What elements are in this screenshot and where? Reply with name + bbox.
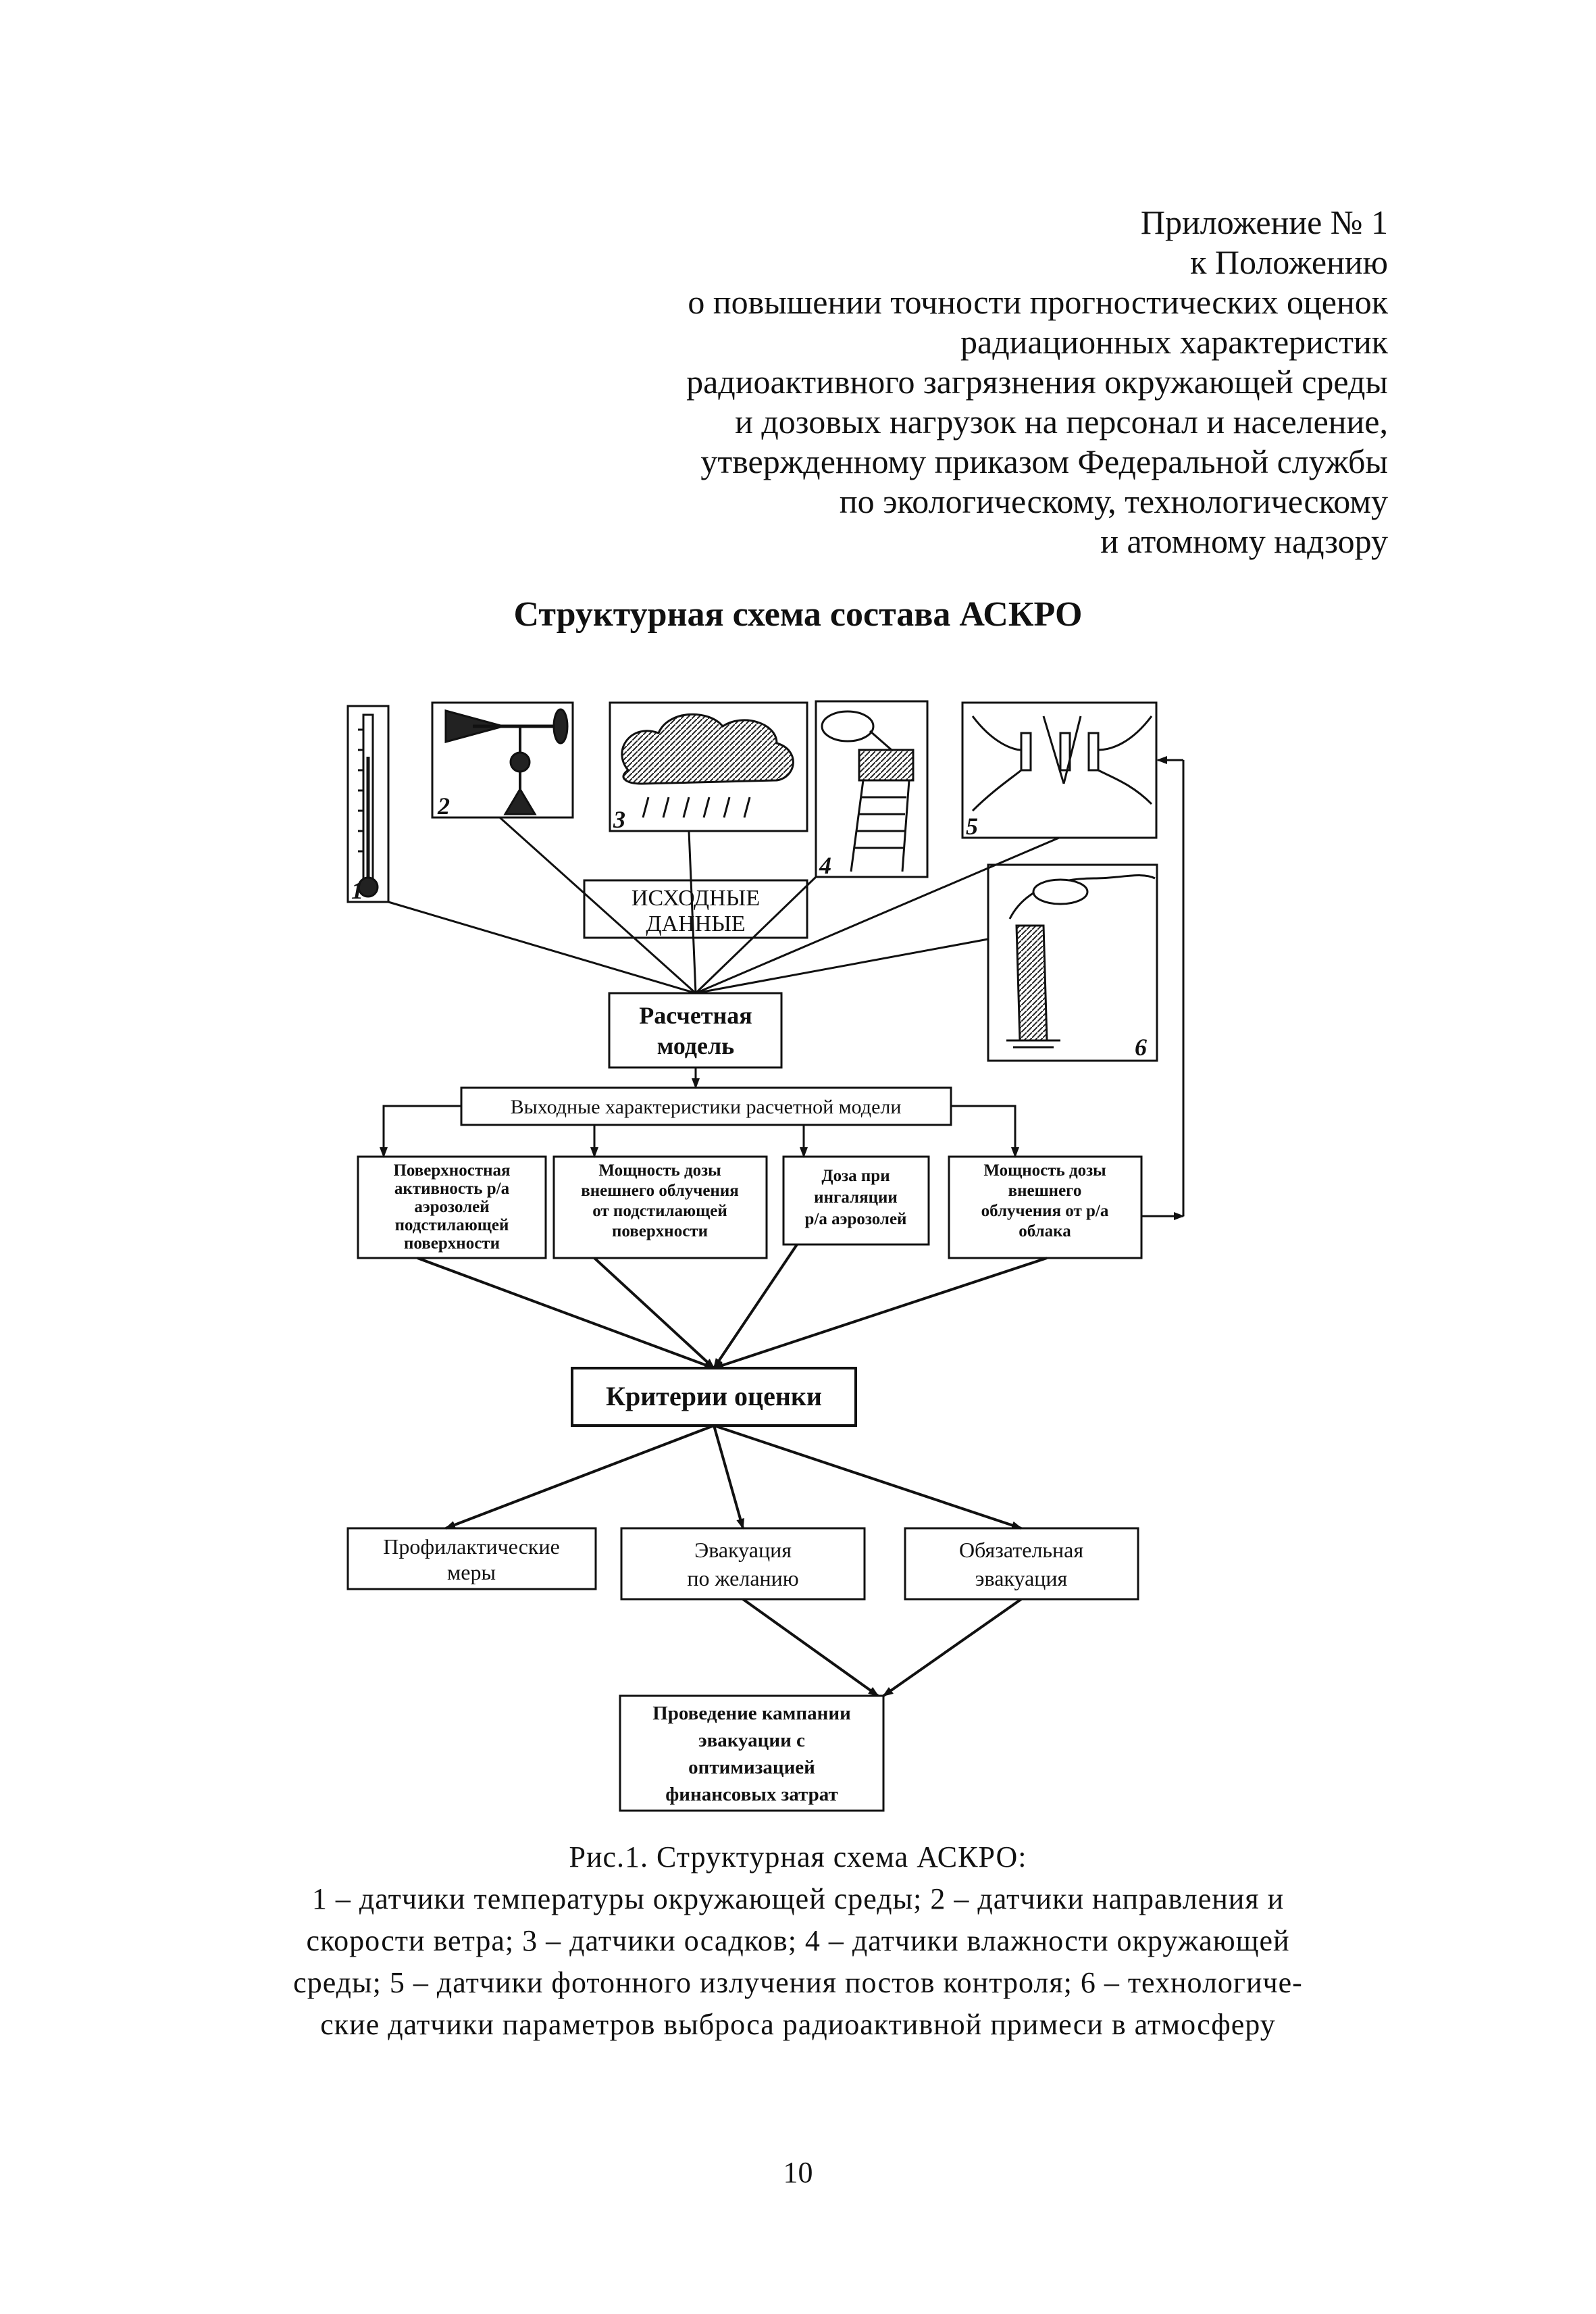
sensor-number: 2 [437, 793, 450, 820]
figure-caption-line: среды; 5 – датчики фотонного излучения п… [293, 1966, 1303, 1999]
output-dose-inhal-label: р/а аэрозолей [805, 1210, 907, 1228]
campaign-label: Проведение кампании [652, 1703, 851, 1724]
campaign-label: оптимизацией [688, 1757, 815, 1778]
output-surface-label: поверхности [404, 1234, 500, 1253]
output-dose-surface-label: внешнего облучения [581, 1182, 739, 1200]
header-line: о повышении точности прогностических оце… [688, 283, 1388, 321]
evac-mandatory-label: Обязательная [959, 1538, 1083, 1562]
header-line: по экологическому, технологическому [839, 482, 1388, 520]
prophylactic-box [346, 1527, 597, 1590]
sensor-number: 4 [819, 852, 831, 879]
sensor-number: 3 [613, 806, 625, 833]
output-dose-surface-label: от подстилающей [592, 1202, 727, 1220]
header-line: радиационных характеристик [960, 323, 1388, 361]
page-number: 10 [783, 2156, 813, 2189]
sensor-number: 5 [966, 813, 978, 840]
figure-caption-line: скорости ветра; 3 – датчики осадков; 4 –… [306, 1924, 1290, 1957]
exhaust-stack-icon [987, 863, 1158, 1062]
campaign-label: финансовых затрат [665, 1784, 838, 1805]
evac-voluntary-label: Эвакуация [694, 1538, 792, 1562]
cloud-rain-icon [609, 701, 808, 832]
output-dose-surface-box [552, 1155, 768, 1259]
header-line: Приложение № 1 [1140, 203, 1388, 241]
calc-model-label: модель [657, 1032, 734, 1059]
sensor-number: 6 [1135, 1034, 1147, 1061]
evac-voluntary-label: по желанию [687, 1566, 798, 1590]
diagram-title: Структурная схема состава АСКРО [513, 595, 1083, 634]
header-line: и атомному надзору [1100, 522, 1388, 560]
output-surface-label: аэрозолей [414, 1198, 489, 1216]
calc-model-label: Расчетная [639, 1002, 752, 1029]
humidity-station-icon [815, 700, 929, 878]
output-dose-cloud-label: Мощность дозы [983, 1161, 1106, 1180]
output-dose-cloud-label: облучения от р/а [981, 1202, 1109, 1220]
campaign-label: эвакуации с [698, 1730, 805, 1751]
campaign-box [619, 1694, 885, 1812]
output-dose-cloud-label: облака [1019, 1222, 1071, 1240]
prophylactic-label: меры [447, 1560, 496, 1584]
input-data-label: ДАННЫЕ [646, 911, 745, 936]
output-dose-inhal-label: ингаляции [814, 1188, 898, 1207]
output-dose-cloud-label: внешнего [1008, 1182, 1082, 1200]
figure-caption-title: Рис.1. Структурная схема АСКРО: [569, 1840, 1027, 1873]
header-line: утвержденному приказом Федеральной служб… [700, 443, 1388, 480]
input-data-label: ИСХОДНЫЕ [632, 886, 760, 911]
header-line: к Положению [1190, 243, 1388, 281]
figure-caption-line: 1 – датчики температуры окружающей среды… [311, 1882, 1285, 1915]
evac-mandatory-label: эвакуация [975, 1566, 1068, 1590]
input-data-box [583, 879, 808, 939]
prophylactic-label: Профилактические [383, 1534, 560, 1559]
output-dose-inhal-box [782, 1155, 930, 1246]
appendix-header: Приложение № 1 к Положению о повышении т… [686, 203, 1388, 561]
output-dose-inhal-label: Доза при [821, 1167, 890, 1185]
sensor-connectors [388, 816, 1060, 995]
figure-caption-line: ские датчики параметров выброса радиоакт… [320, 2008, 1276, 2041]
thermometer-icon [346, 705, 390, 903]
output-surface-label: активность р/а [394, 1180, 510, 1198]
output-surface-box [357, 1155, 547, 1259]
output-surface-label: Поверхностная [393, 1161, 510, 1180]
output-characteristics-label: Выходные характеристики расчетной модели [511, 1096, 902, 1118]
wind-vane-icon [431, 701, 574, 819]
output-dose-surface-label: Мощность дозы [598, 1161, 721, 1180]
output-surface-label: подстилающей [395, 1216, 509, 1234]
output-dose-surface-label: поверхности [612, 1222, 708, 1240]
sensor-number: 1 [351, 877, 363, 904]
radiation-detector-icon [961, 701, 1158, 839]
criteria-label: Критерии оценки [606, 1381, 822, 1411]
header-line: и дозовых нагрузок на персонал и населен… [735, 403, 1388, 441]
header-line: радиоактивного загрязнения окружающей ср… [686, 363, 1388, 401]
